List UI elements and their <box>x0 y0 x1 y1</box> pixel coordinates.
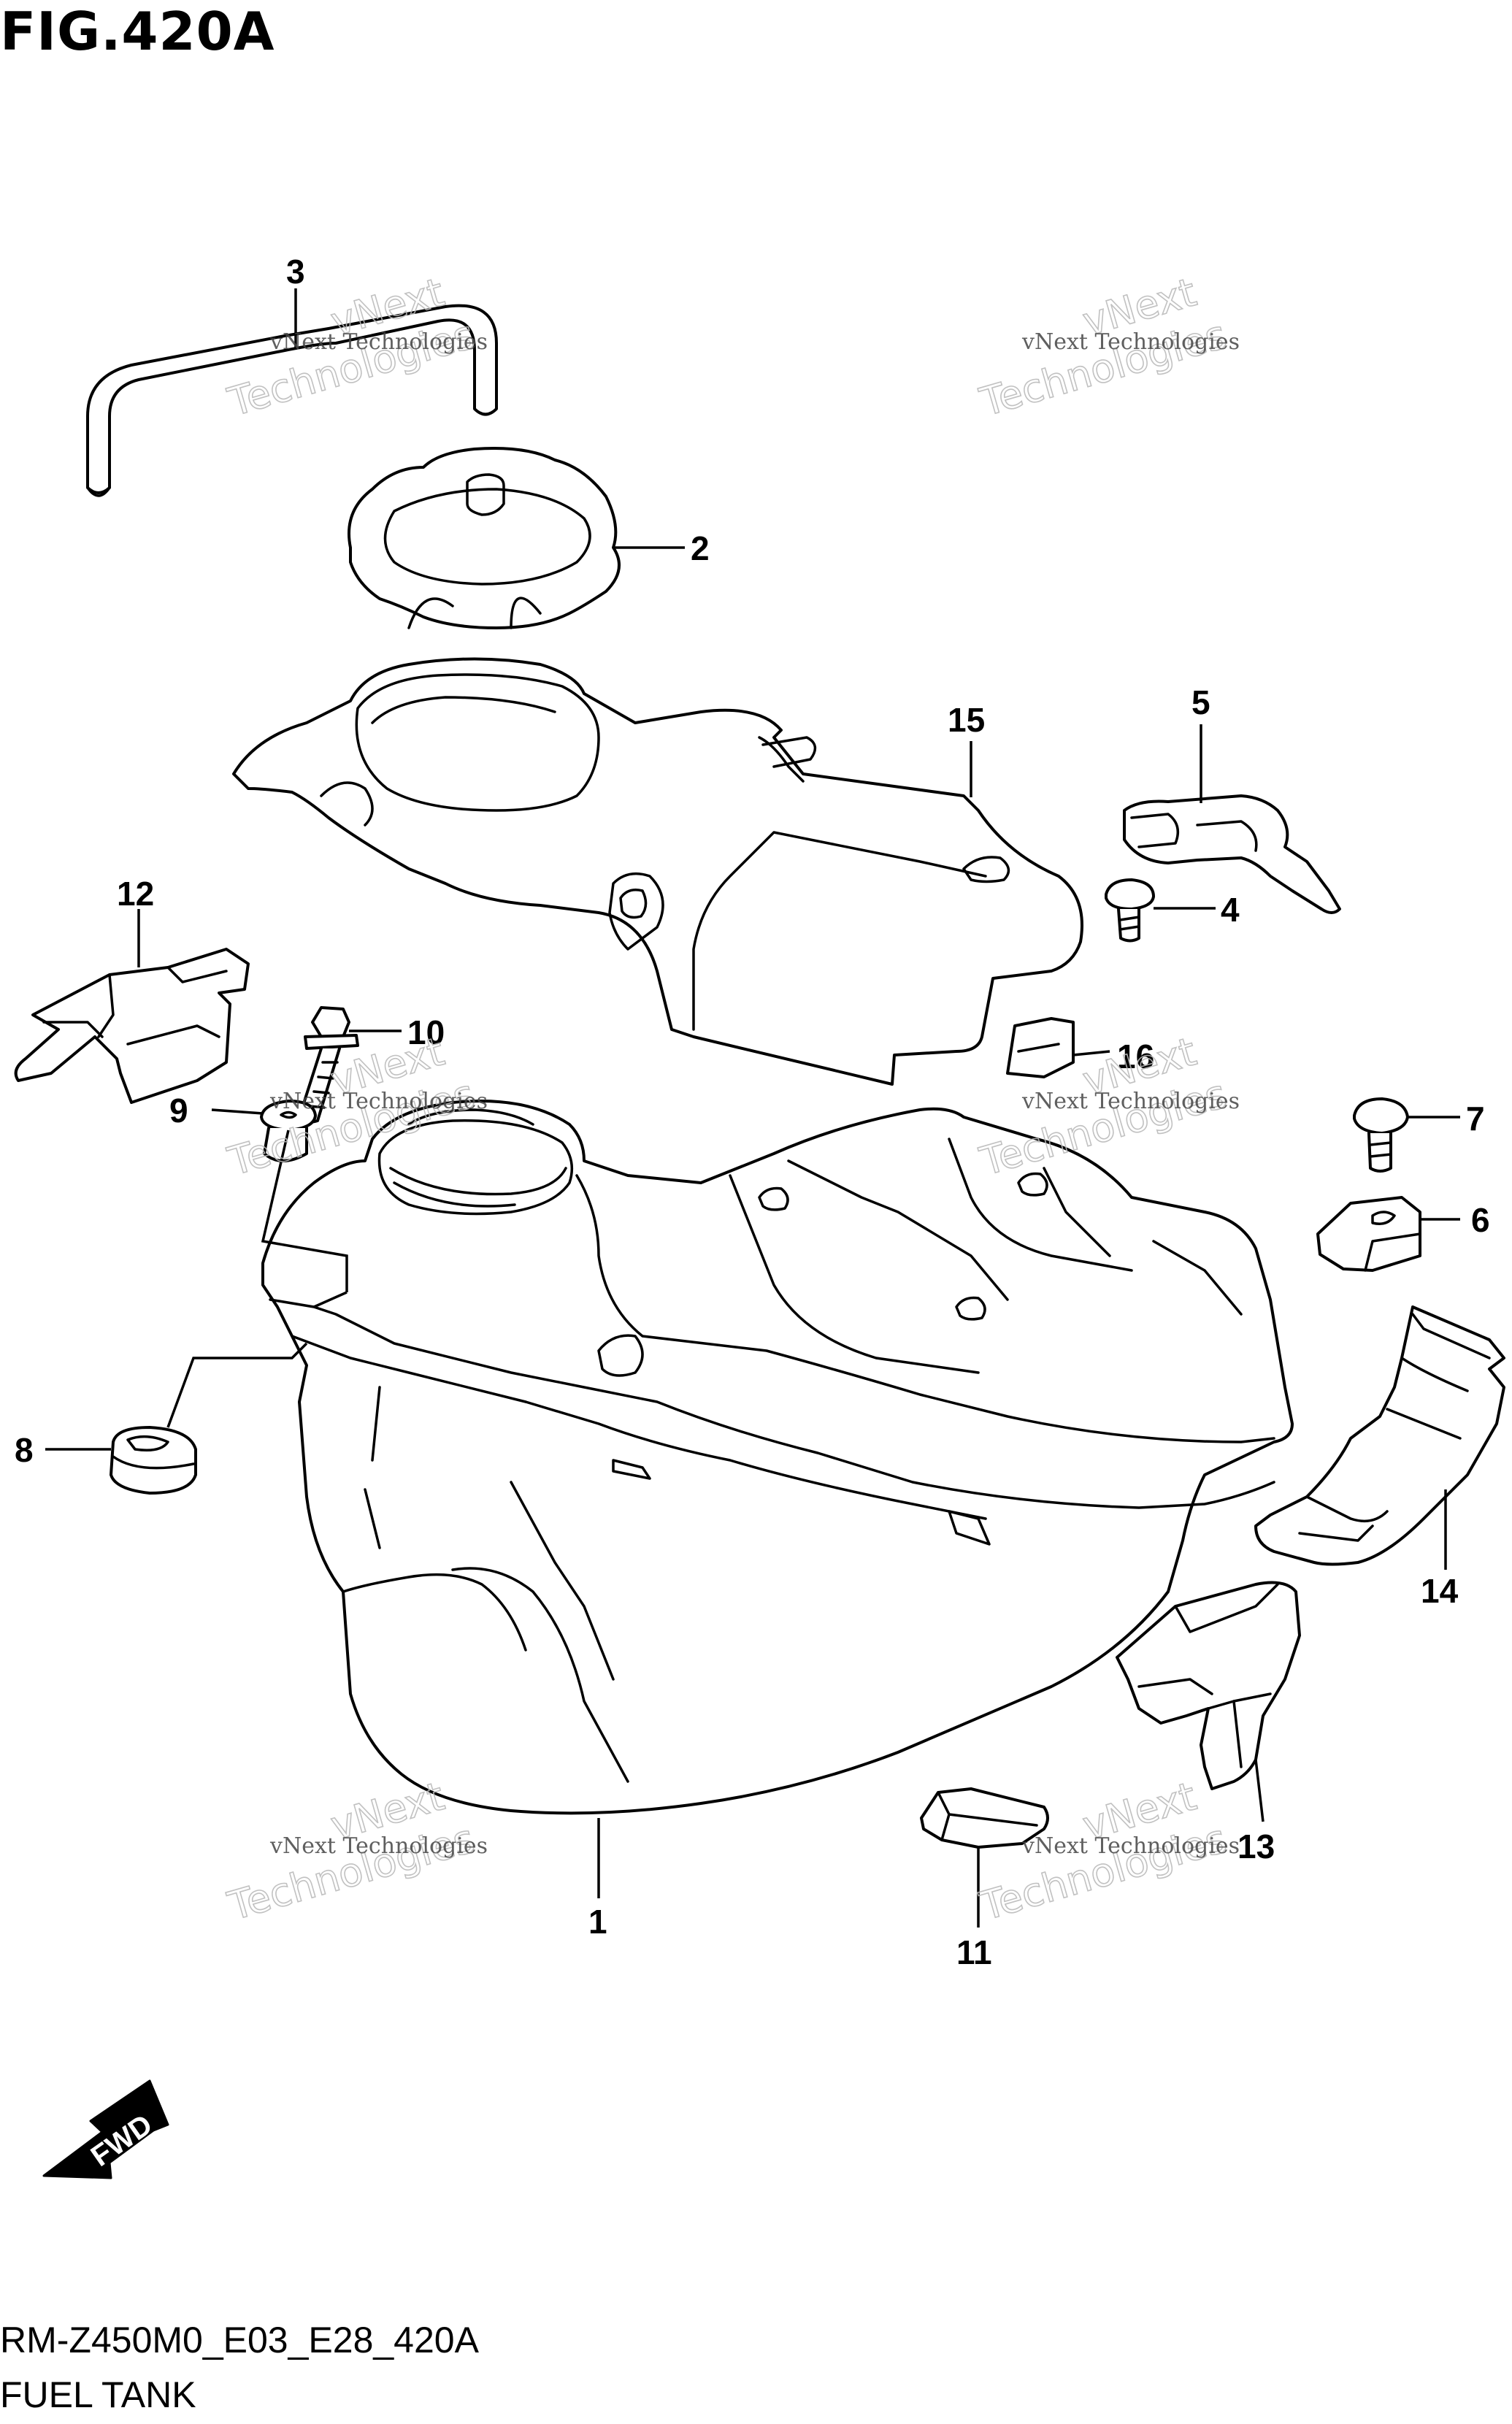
callout-11: 11 <box>956 1933 992 1971</box>
callout-8: 8 <box>15 1431 34 1469</box>
part-5-clamp[interactable] <box>1123 794 1341 914</box>
callout-2: 2 <box>691 529 710 567</box>
watermark-small: vNext Technologies <box>269 1089 488 1114</box>
part-12-bracket[interactable] <box>14 948 250 1104</box>
part-10-bolt[interactable] <box>298 1006 359 1124</box>
part-14-protector[interactable] <box>1254 1305 1505 1566</box>
watermark-small: vNext Technologies <box>1021 1833 1240 1859</box>
watermark-small: vNext Technologies <box>1021 329 1240 355</box>
callout-4: 4 <box>1221 891 1240 929</box>
watermark-group: vNext Technologies vNext Technologies <box>974 1773 1240 1930</box>
callout-15: 15 <box>948 701 985 739</box>
callout-6: 6 <box>1471 1201 1490 1239</box>
part-4-screw[interactable] <box>1105 878 1155 943</box>
watermark-small: vNext Technologies <box>1021 1089 1240 1114</box>
callout-5: 5 <box>1191 683 1210 721</box>
watermark-small: vNext Technologies <box>269 1833 488 1859</box>
callout-16: 16 <box>1117 1038 1154 1075</box>
callout-12: 12 <box>117 875 154 913</box>
callout-3: 3 <box>286 253 305 291</box>
callout-7: 7 <box>1466 1100 1485 1138</box>
callout-1: 1 <box>588 1903 607 1941</box>
watermark-small: vNext Technologies <box>269 329 488 355</box>
watermark-group: vNext Technologies vNext Technologies <box>974 269 1240 426</box>
part-3-vent-hose[interactable] <box>86 304 498 497</box>
callout-9: 9 <box>169 1092 188 1129</box>
part-7-screw[interactable] <box>1353 1097 1409 1173</box>
leader-lines <box>45 288 1460 1928</box>
part-8-grommet[interactable] <box>110 1426 197 1495</box>
diagram-code: RM-Z450M0_E03_E28_420A <box>0 2320 479 2360</box>
part-11-clip[interactable] <box>920 1787 1049 1849</box>
callout-14: 14 <box>1421 1572 1459 1610</box>
part-15-tank-cover[interactable] <box>232 657 1083 1086</box>
diagram-name: FUEL TANK <box>0 2374 196 2415</box>
part-2-fuel-cap[interactable] <box>348 447 621 629</box>
callout-10: 10 <box>407 1013 445 1051</box>
callout-13: 13 <box>1237 1827 1275 1865</box>
part-1-fuel-tank[interactable] <box>261 1100 1294 1815</box>
fwd-direction-arrow: FWD <box>42 2079 169 2179</box>
part-16-pad[interactable] <box>1006 1017 1075 1078</box>
callout-labels: 1 2 3 4 5 6 7 8 9 10 11 12 13 14 15 16 <box>15 253 1490 1971</box>
figure-title: FIG.420A <box>0 1 275 62</box>
part-6-plate[interactable] <box>1316 1196 1421 1272</box>
